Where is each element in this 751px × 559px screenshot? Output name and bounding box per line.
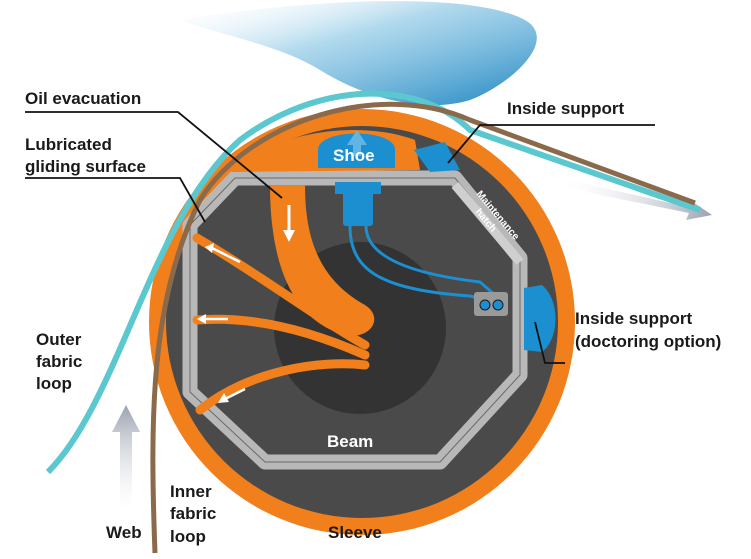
label-outer-fabric-1: Outer [36, 330, 82, 349]
hydraulic-lines [348, 225, 496, 302]
label-web: Web [106, 523, 142, 542]
label-outer-fabric-2: fabric [36, 352, 82, 371]
inside-support-top [414, 142, 460, 172]
label-inner-fabric-3: loop [170, 527, 206, 546]
web-in-arrow [112, 405, 140, 510]
shoe-stem [335, 182, 381, 194]
label-lubricated-1: Lubricated [25, 135, 112, 154]
outer-fabric-loop [45, 90, 701, 475]
maintenance-hatch [451, 182, 524, 265]
leader-lines [25, 111, 655, 364]
label-inside-support-doctoring-2: (doctoring option) [575, 332, 721, 351]
water-spray [180, 1, 537, 106]
label-inside-support: Inside support [507, 99, 624, 118]
label-oil-evacuation: Oil evacuation [25, 89, 141, 108]
label-inner-fabric-1: Inner [170, 482, 212, 501]
inside-support-doctoring [524, 285, 556, 352]
inner-fabric-loop [150, 101, 696, 554]
web-out-arrow [556, 178, 712, 220]
label-outer-fabric-3: loop [36, 374, 72, 393]
label-inner-fabric-2: fabric [170, 504, 216, 523]
label-lubricated-2: gliding surface [25, 157, 146, 176]
lubrication-channels [192, 233, 370, 415]
label-shoe: Shoe [333, 146, 375, 165]
label-sleeve: Sleeve [328, 523, 382, 542]
label-inside-support-doctoring-1: Inside support [575, 309, 692, 328]
label-beam: Beam [327, 432, 373, 451]
